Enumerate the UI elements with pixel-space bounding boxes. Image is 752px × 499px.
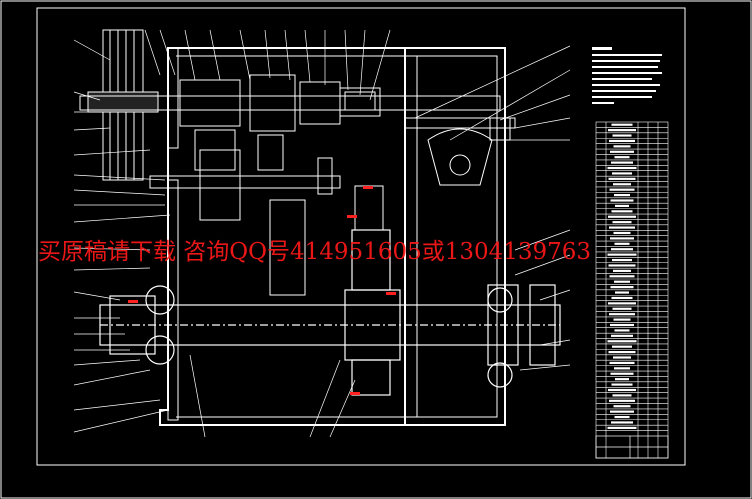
parts-list-cell-text [610,372,634,375]
parts-list-cell-text [612,258,632,262]
parts-list-cell-text [611,383,633,386]
watermark-text: 买原稿请下载 咨询QQ号414951605或1304139763 [38,239,592,265]
parts-list-cell-text [612,394,632,397]
parts-list-cell-text [607,253,637,256]
top-leader-lines [144,29,391,101]
parts-list-cell-text [614,156,630,159]
parts-list-cell-text [609,361,635,364]
left-leader-lines [73,39,171,433]
parts-list-cell-text [611,161,633,164]
parts-list-cell-text [613,269,631,272]
bottom-leader-lines [189,354,356,438]
parts-list-cell-text [611,296,633,300]
v-belt-pulley [87,29,159,181]
parts-list-cell-text [609,313,635,316]
parts-list-cell-text [607,426,637,429]
parts-list-cell-text [614,329,630,332]
parts-list-cell-text [609,399,635,402]
right-side-mechanism [344,91,516,186]
parts-list-cell-text [613,145,631,148]
parts-list-cell-text [611,210,633,213]
parts-list-cell-text [612,345,632,348]
parts-list-cell-text [614,367,630,370]
parts-list-cell-text [608,177,636,180]
parts-list-cell-text [611,334,633,337]
parts-list-cell-text [608,129,636,132]
parts-list-cell-text [609,188,635,191]
parts-list-cell-text [610,237,634,240]
parts-list-cell-text [609,275,635,278]
parts-list-cell-text [609,226,635,229]
input-shaft [79,74,501,171]
parts-list-cell-text [615,291,629,294]
parts-list-cell-text [612,134,632,137]
parts-list-cell-text [612,221,632,224]
parts-list-cell-text [610,410,634,413]
parts-list-cell-text [613,356,631,359]
intermediate-shaft [149,149,384,296]
parts-list-cell-text [613,231,631,235]
parts-list-cell-text [614,242,630,245]
parts-list-cell-text [607,340,637,343]
parts-list-cell-text [614,280,630,283]
parts-list-cell-text [611,421,633,424]
parts-list-cell-text [614,415,630,419]
parts-list-cell-text [608,264,636,267]
parts-list-table [595,121,669,459]
parts-list-cell-text [615,378,629,381]
parts-list-cell-text [615,204,629,207]
parts-list-cell-text [608,215,636,218]
output-shaft [99,229,561,396]
parts-list-cell-text [610,286,634,289]
parts-list-cell-text [608,302,636,305]
drawing-border [36,7,686,466]
parts-list-cell-text [613,405,631,408]
parts-list-cell-text [607,166,637,170]
parts-list-cell-text [608,388,636,392]
parts-list-cell-text [612,172,632,175]
right-leader-lines [414,45,571,371]
title-block [595,435,669,459]
parts-list-cell-text [614,194,630,197]
parts-list-cell-text [613,183,631,186]
parts-list-cell-text [610,150,634,153]
technical-requirements [592,47,662,104]
parts-list-cell-text [608,351,636,354]
parts-list-cell-text [610,199,634,202]
parts-list-cell-text [609,139,635,143]
parts-list-cell-text [611,248,633,251]
highlighted-parts [128,186,396,395]
parts-list-cell-text [612,307,632,310]
parts-list-cell-text [613,318,631,321]
parts-list-cell-text [611,123,633,126]
parts-list-cell-text [610,323,634,327]
